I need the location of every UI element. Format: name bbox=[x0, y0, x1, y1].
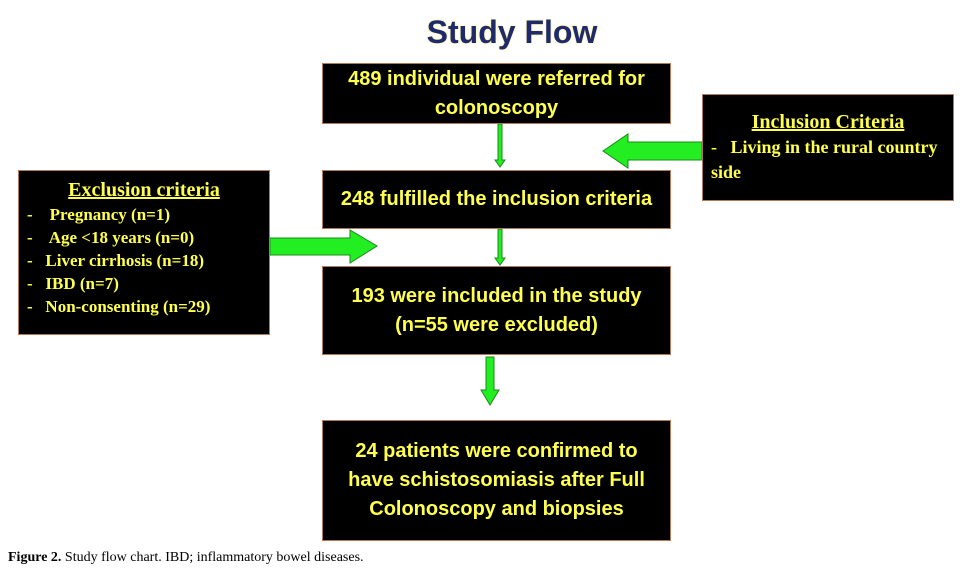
included-line1: 193 were included in the study bbox=[351, 284, 642, 307]
exclusion-criteria-box: Exclusion criteria - Pregnancy (n=1) - A… bbox=[18, 170, 270, 335]
arrow-down-1 bbox=[494, 123, 506, 168]
box-included: 193 were included in the study (n=55 wer… bbox=[322, 266, 671, 355]
box-referred: 489 individual were referred for colonos… bbox=[322, 63, 671, 124]
inclusion-criteria-box: Inclusion Criteria - Living in the rural… bbox=[702, 94, 954, 201]
exclusion-heading: Exclusion criteria bbox=[68, 179, 220, 201]
figure-caption: Figure 2. Study flow chart. IBD; inflamm… bbox=[8, 550, 364, 566]
exclusion-item: - Non-consenting (n=29) bbox=[27, 297, 211, 316]
arrow-right-exclusion bbox=[269, 229, 378, 264]
box-fulfilled: 248 fulfilled the inclusion criteria bbox=[322, 170, 671, 229]
inclusion-heading: Inclusion Criteria bbox=[751, 111, 905, 133]
exclusion-item: - IBD (n=7) bbox=[27, 274, 119, 293]
exclusion-item: - Age <18 years (n=0) bbox=[27, 228, 195, 247]
caption-text: Study flow chart. IBD; inflammatory bowe… bbox=[61, 550, 364, 565]
caption-label: Figure 2. bbox=[8, 550, 62, 565]
page-title: Study Flow bbox=[426, 14, 598, 50]
inclusion-item: - Living in the rural country side bbox=[711, 137, 943, 182]
arrow-left-inclusion bbox=[602, 133, 703, 169]
arrow-down-2 bbox=[494, 228, 506, 266]
exclusion-item: - Pregnancy (n=1) bbox=[27, 205, 170, 224]
included-line2: (n=55 were excluded) bbox=[395, 313, 598, 336]
arrow-down-3 bbox=[480, 356, 500, 406]
exclusion-item: - Liver cirrhosis (n=18) bbox=[27, 251, 204, 270]
box-confirmed: 24 patients were confirmed to have schis… bbox=[322, 420, 671, 541]
